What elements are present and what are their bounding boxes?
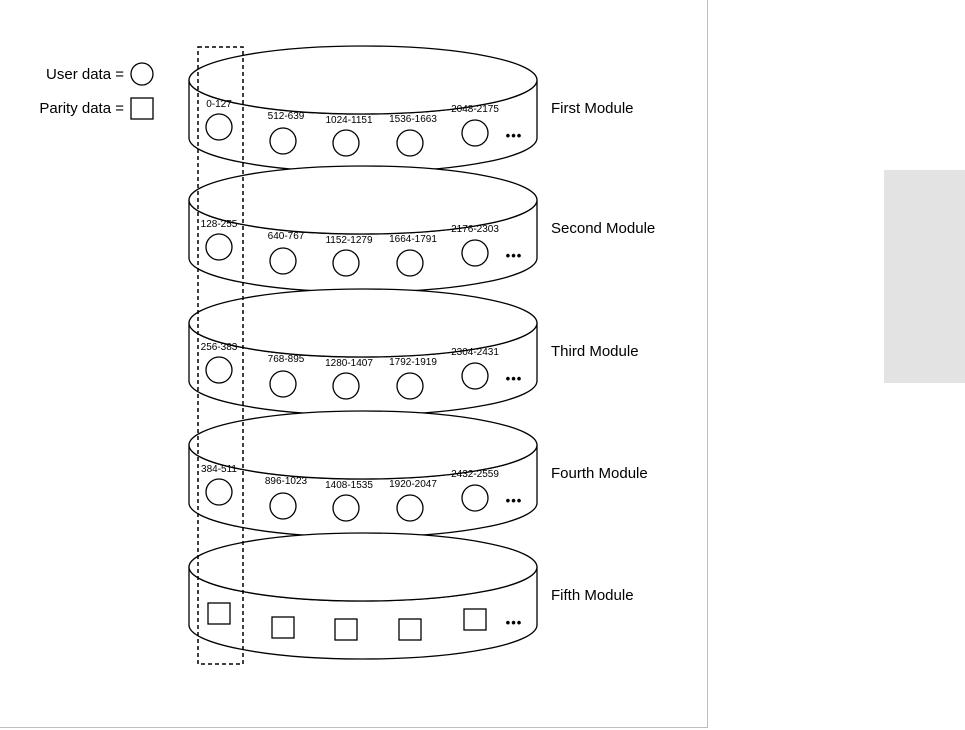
address-range-label: 1920-2047 [389, 479, 437, 490]
user-data-circle [396, 129, 424, 157]
address-range-label: 768-895 [268, 354, 305, 365]
user-data-circle [461, 362, 489, 390]
address-range-label: 1408-1535 [325, 480, 373, 491]
address-range-label: 640-767 [268, 231, 305, 242]
legend-user-data-label: User data = [46, 66, 124, 83]
module-cylinder-top [188, 165, 538, 235]
user-data-circle [205, 113, 233, 141]
module-cylinder-top [188, 45, 538, 115]
user-data-circle [269, 127, 297, 155]
module-cylinder-top [188, 410, 538, 480]
parity-data-square [271, 616, 295, 639]
address-range-label: 1536-1663 [389, 114, 437, 125]
module-5: ••• Fifth Module [188, 532, 634, 660]
address-range-label: 2176-2303 [451, 224, 499, 235]
address-range-label: 2048-2175 [451, 104, 499, 115]
module-name-label: Second Module [551, 220, 655, 237]
ellipsis-dots: ••• [506, 128, 523, 143]
address-range-label: 128-255 [201, 219, 238, 230]
user-data-circle [205, 478, 233, 506]
user-data-circle [332, 129, 360, 157]
address-range-label: 384-511 [201, 464, 237, 475]
ellipsis-dots: ••• [506, 371, 523, 386]
ellipsis-dots: ••• [506, 615, 523, 630]
address-range-label: 2432-2559 [451, 469, 499, 480]
modules: 0-127 512-639 1024-1151 1536-1663 2048-2175 •… [188, 45, 655, 660]
parity-data-square [207, 602, 231, 625]
user-data-circle [205, 233, 233, 261]
parity-data-square [463, 608, 487, 631]
module-name-label: Fifth Module [551, 587, 634, 604]
address-range-label: 1024-1151 [325, 115, 373, 126]
side-panel [884, 170, 965, 383]
address-range-label: 1152-1279 [325, 235, 373, 246]
legend: User data = Parity data = [39, 62, 154, 120]
user-data-circle [396, 249, 424, 277]
module-4: 384-511 896-1023 1408-1535 1920-2047 2432-25… [188, 410, 648, 538]
user-data-circle [396, 494, 424, 522]
module-name-label: Third Module [551, 343, 639, 360]
module-name-label: Fourth Module [551, 465, 648, 482]
ellipsis-dots: ••• [506, 248, 523, 263]
user-data-circle [461, 484, 489, 512]
address-range-label: 896-1023 [265, 476, 308, 487]
address-range-label: 2304-2431 [451, 347, 499, 358]
ellipsis-dots: ••• [506, 493, 523, 508]
legend-square-icon [130, 97, 154, 120]
address-range-label: 1664-1791 [389, 234, 437, 245]
user-data-circle [332, 372, 360, 400]
address-range-label: 0-127 [206, 99, 232, 110]
address-range-label: 512-639 [268, 111, 305, 122]
legend-parity-data-label: Parity data = [39, 100, 124, 117]
module-1: 0-127 512-639 1024-1151 1536-1663 2048-2175 •… [188, 45, 634, 173]
module-3: 256-383 768-895 1280-1407 1792-1919 2304-243… [188, 288, 639, 416]
address-range-label: 1280-1407 [325, 358, 373, 369]
module-2: 128-255 640-767 1152-1279 1664-1791 2176-230… [188, 165, 655, 293]
module-cylinder-top [188, 532, 538, 602]
user-data-circle [205, 356, 233, 384]
user-data-circle [332, 249, 360, 277]
user-data-circle [461, 239, 489, 267]
address-range-label: 256-383 [201, 342, 238, 353]
address-range-label: 1792-1919 [389, 357, 437, 368]
legend-circle-icon [130, 62, 154, 86]
user-data-circle [269, 370, 297, 398]
parity-data-square [398, 618, 422, 641]
parity-data-square [334, 618, 358, 641]
diagram-frame [0, 0, 708, 728]
user-data-circle [269, 247, 297, 275]
user-data-circle [396, 372, 424, 400]
user-data-circle [461, 119, 489, 147]
stripe-dashed-box [197, 46, 244, 665]
user-data-circle [269, 492, 297, 520]
module-cylinder-top [188, 288, 538, 358]
module-name-label: First Module [551, 100, 634, 117]
user-data-circle [332, 494, 360, 522]
